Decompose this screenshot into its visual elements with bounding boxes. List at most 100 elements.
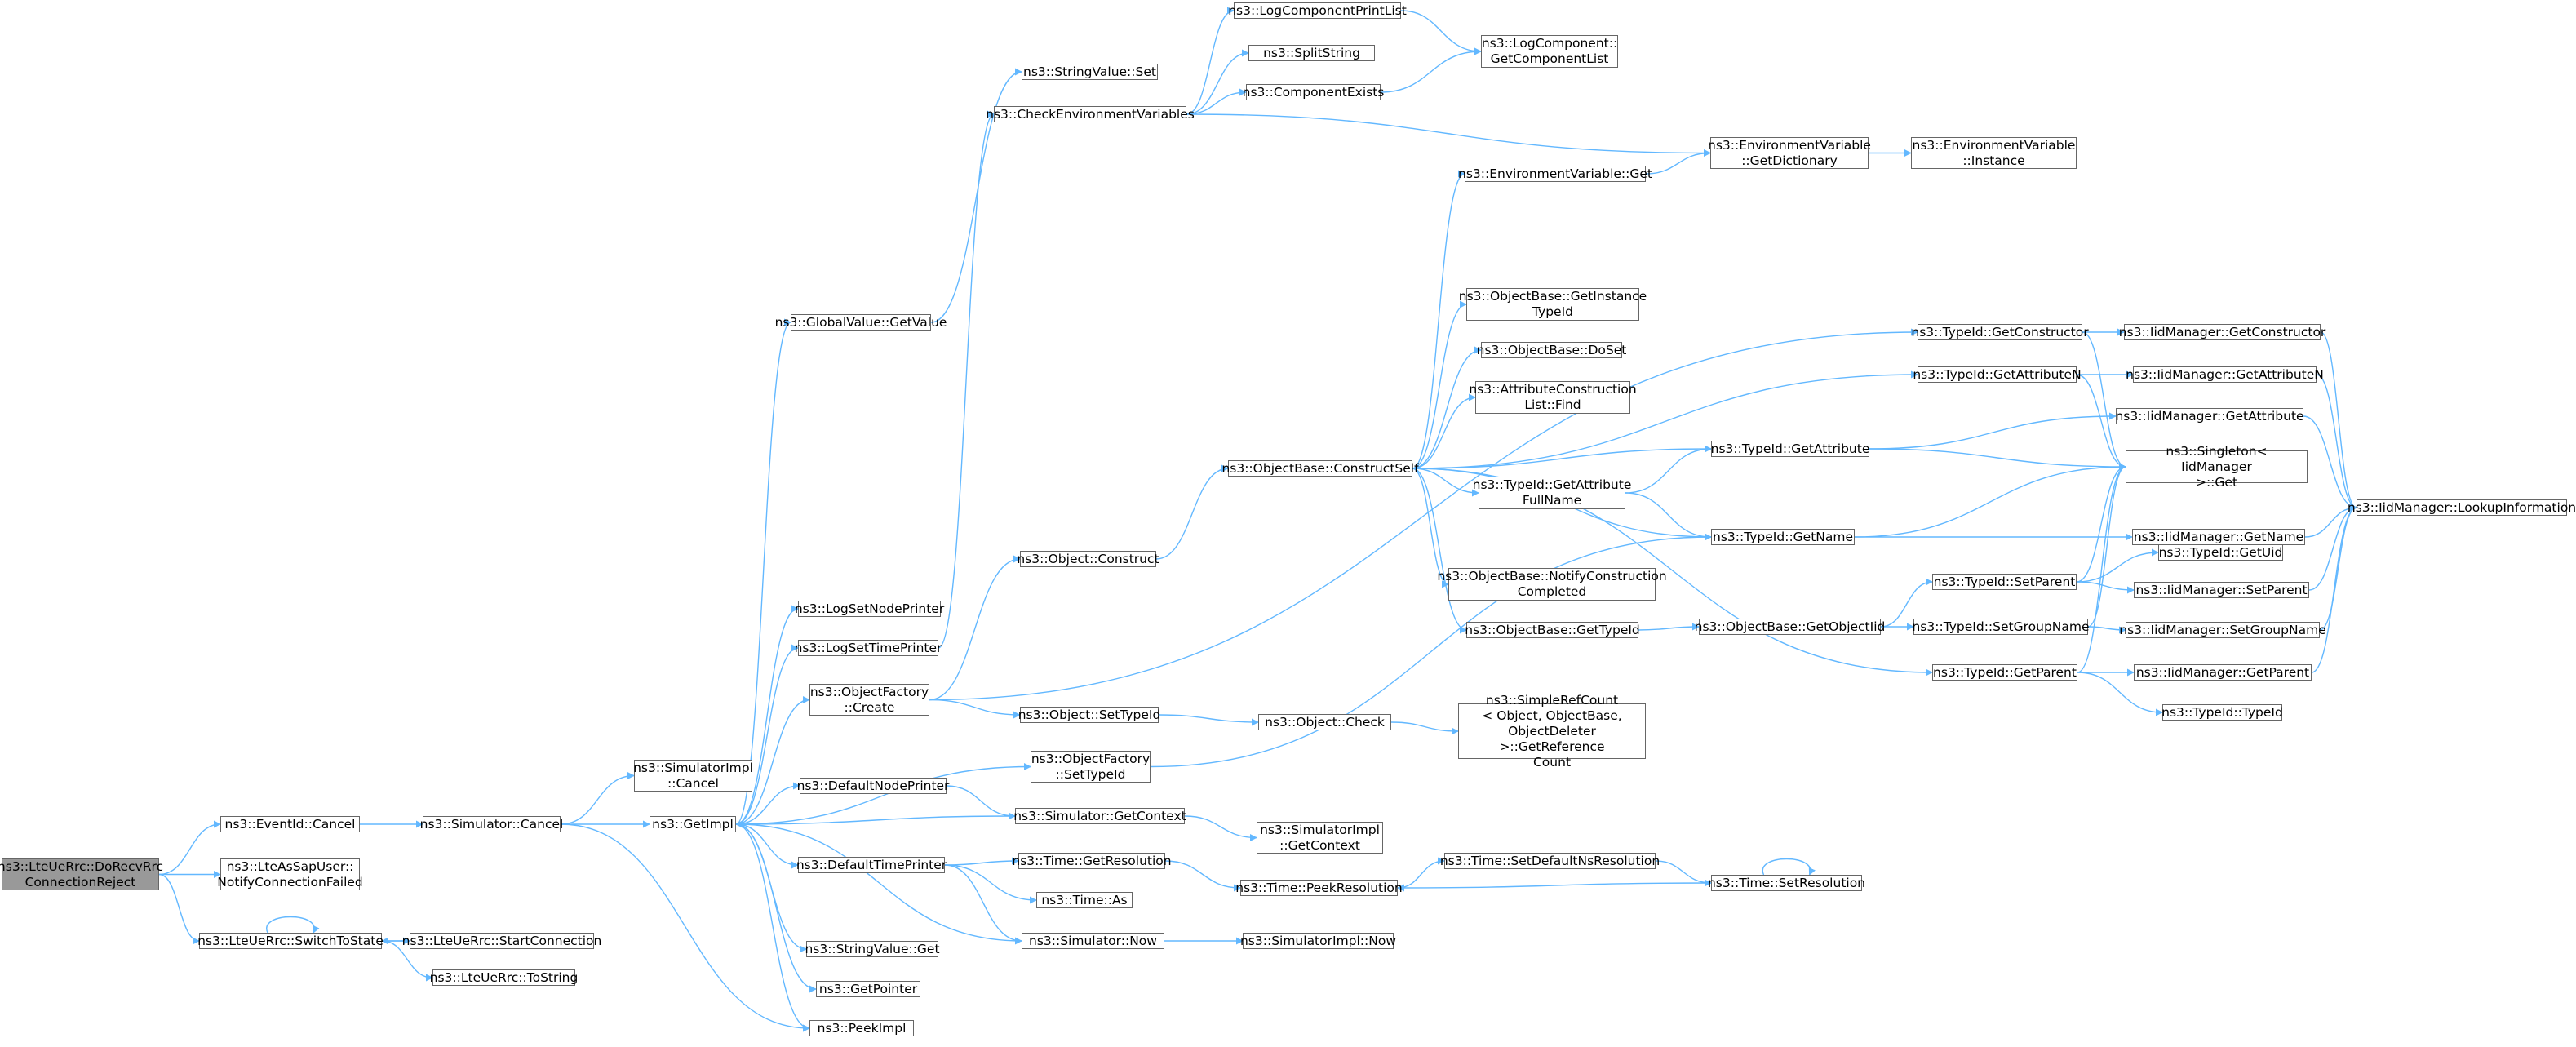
node-simimpl-cancel[interactable]: ns3::SimulatorImpl ::Cancel (633, 760, 753, 792)
node-typeid-setparent[interactable]: ns3::TypeId::SetParent (1932, 574, 2077, 590)
edge-typeid-getattributefullname-to-typeid-getname (1625, 492, 1712, 541)
node-time-peekresolution[interactable]: ns3::Time::PeekResolution (1235, 880, 1403, 896)
edge-objectfactory-create-to-object-settypeid (929, 699, 1021, 719)
node-lteassapuser[interactable]: ns3::LteAsSapUser:: NotifyConnectionFail… (217, 858, 363, 890)
edge-root-to-eventid-cancel (158, 820, 221, 876)
node-componentexists[interactable]: ns3::ComponentExists (1242, 84, 1385, 100)
node-time-getresolution[interactable]: ns3::Time::GetResolution (1012, 853, 1172, 869)
node-singleton-get[interactable]: ns3::Singleton< IidManager >::Get (2126, 444, 2308, 490)
edge-constructself-to-doset (1412, 346, 1482, 469)
edge-typeid-setparent-to-singleton-get (2076, 463, 2126, 583)
node-checkenv[interactable]: ns3::CheckEnvironmentVariables (986, 106, 1195, 122)
node-globalvalue-getvalue[interactable]: ns3::GlobalValue::GetValue (774, 314, 947, 331)
node-constructself[interactable]: ns3::ObjectBase::ConstructSelf (1221, 460, 1419, 477)
node-splitstring[interactable]: ns3::SplitString (1248, 45, 1375, 61)
node-iidmanager-getconstructor[interactable]: ns3::IidManager::GetConstructor (2118, 324, 2326, 340)
node-tostring[interactable]: ns3::LteUeRrc::ToString (429, 969, 579, 986)
node-time-setdefaultnsresolution[interactable]: ns3::Time::SetDefaultNsResolution (1439, 853, 1660, 869)
edge-time-peekresolution-to-time-setdefaultnsresolution (1397, 857, 1445, 889)
node-eventid-cancel[interactable]: ns3::EventId::Cancel (220, 816, 360, 832)
edge-checkenv-to-componentexists (1186, 88, 1247, 115)
node-object-check[interactable]: ns3::Object::Check (1258, 714, 1391, 730)
node-envvar-instance[interactable]: ns3::EnvironmentVariable ::Instance (1911, 137, 2077, 169)
node-simimpl-getcontext[interactable]: ns3::SimulatorImpl ::GetContext (1257, 822, 1383, 854)
edge-defaulttimeprinter-to-time-as (944, 864, 1037, 904)
node-getpointer[interactable]: ns3::GetPointer (816, 981, 920, 997)
node-defaulttimeprinter[interactable]: ns3::DefaultTimePrinter (796, 857, 947, 873)
node-typeid-getname[interactable]: ns3::TypeId::GetName (1711, 529, 1855, 545)
node-iidmanager-getname[interactable]: ns3::IidManager::GetName (2132, 529, 2305, 545)
edge-time-setdefaultnsresolution-to-time-setresolution (1655, 860, 1712, 887)
edge-globalvalue-getvalue-to-stringvalue-set (930, 68, 1022, 323)
edge-defaulttimeprinter-to-sim-now (944, 864, 1022, 945)
node-switchtostate[interactable]: ns3::LteUeRrc::SwitchToState (197, 933, 384, 949)
node-time-setresolution[interactable]: ns3::Time::SetResolution (1707, 875, 1866, 891)
node-peekimpl[interactable]: ns3::PeekImpl (809, 1020, 914, 1036)
edge-typeid-getname-to-singleton-get (1854, 463, 2126, 538)
node-envvar-get[interactable]: ns3::EnvironmentVariable::Get (1458, 166, 1653, 182)
edge-getimpl-to-logsetnodeprinter (735, 605, 799, 825)
node-stringvalue-get[interactable]: ns3::StringValue::Get (805, 941, 940, 957)
edge-objectfactory-create-to-object-construct (929, 555, 1021, 701)
edge-objectbase-gettypeid-to-getobjectiid (1638, 623, 1700, 631)
node-object-settypeid[interactable]: ns3::Object::SetTypeId (1018, 707, 1161, 723)
node-logcomponentprintlist[interactable]: ns3::LogComponentPrintList (1228, 2, 1407, 19)
edge-sim-getcontext-to-simimpl-getcontext (1184, 815, 1257, 841)
node-getobjectiid[interactable]: ns3::ObjectBase::GetObjectIid (1694, 619, 1886, 635)
edge-constructself-to-notifyconstructioncompleted (1412, 468, 1449, 588)
edge-getimpl-to-defaultnodeprinter (735, 782, 800, 825)
node-iidmanager-setgroupname[interactable]: ns3::IidManager::SetGroupName (2119, 622, 2326, 638)
node-defaultnodeprinter[interactable]: ns3::DefaultNodePrinter (796, 778, 950, 794)
node-root[interactable]: ns3::LteUeRrc::DoRecvRrc ConnectionRejec… (0, 858, 164, 890)
node-stringvalue-set[interactable]: ns3::StringValue::Set (1022, 64, 1158, 80)
node-sim-cancel[interactable]: ns3::Simulator::Cancel (419, 816, 564, 832)
node-typeid-getuid[interactable]: ns3::TypeId::GetUid (2158, 544, 2283, 561)
node-logsettimeprinter[interactable]: ns3::LogSetTimePrinter (794, 640, 942, 656)
node-typeid-getconstructor[interactable]: ns3::TypeId::GetConstructor (1911, 324, 2089, 340)
node-doset[interactable]: ns3::ObjectBase::DoSet (1476, 342, 1627, 358)
node-objectfactory-settypeid[interactable]: ns3::ObjectFactory ::SetTypeId (1031, 751, 1151, 783)
edge-getimpl-to-defaulttimeprinter (735, 823, 799, 869)
edge-switchtostate-to-tostring (381, 940, 433, 982)
edge-logcomponentprintlist-to-getcomponentlist (1400, 10, 1482, 55)
node-iidmanager-lookupinformation[interactable]: ns3::IidManager::LookupInformation (2347, 499, 2576, 516)
node-envvar-getdictionary[interactable]: ns3::EnvironmentVariable ::GetDictionary (1708, 137, 1871, 169)
node-simimpl-now[interactable]: ns3::SimulatorImpl::Now (1239, 933, 1397, 949)
node-typeid-getattributefullname[interactable]: ns3::TypeId::GetAttribute FullName (1472, 477, 1632, 509)
node-iidmanager-getparent[interactable]: ns3::IidManager::GetParent (2134, 664, 2312, 681)
node-objectfactory-create[interactable]: ns3::ObjectFactory ::Create (809, 684, 929, 716)
node-typeid-getattribute[interactable]: ns3::TypeId::GetAttribute (1710, 441, 1870, 457)
node-typeid-typeid[interactable]: ns3::TypeId::TypeId (2161, 704, 2283, 721)
node-typeid-getattributen[interactable]: ns3::TypeId::GetAttributeN (1913, 366, 2082, 383)
edge-constructself-to-attrconstructionlist-find (1412, 393, 1476, 469)
edge-typeid-setparent-to-typeid-getuid (2076, 548, 2159, 583)
node-iidmanager-getattributen[interactable]: ns3::IidManager::GetAttributeN (2126, 366, 2324, 383)
node-notifyconstructioncompleted[interactable]: ns3::ObjectBase::NotifyConstruction Comp… (1437, 568, 1667, 601)
edge-getimpl-to-globalvalue-getvalue (735, 318, 791, 825)
edge-constructself-to-typeid-getattributefullname (1412, 468, 1479, 497)
node-simplerefcount[interactable]: ns3::SimpleRefCount < Object, ObjectBase… (1458, 693, 1646, 770)
node-getimpl[interactable]: ns3::GetImpl (650, 816, 736, 832)
node-sim-getcontext[interactable]: ns3::Simulator::GetContext (1013, 808, 1186, 824)
edge-iidmanager-setparent-to-iidmanager-lookupinformation (2308, 504, 2357, 591)
edge-componentexists-to-getcomponentlist (1380, 47, 1482, 93)
node-typeid-getparent[interactable]: ns3::TypeId::GetParent (1932, 664, 2077, 681)
node-objectbase-gettypeid[interactable]: ns3::ObjectBase::GetTypeId (1465, 622, 1640, 638)
node-getinstancetypeid[interactable]: ns3::ObjectBase::GetInstance TypeId (1458, 288, 1647, 321)
node-logsetnodeprinter[interactable]: ns3::LogSetNodePrinter (794, 601, 945, 617)
node-sim-now[interactable]: ns3::Simulator::Now (1022, 933, 1164, 949)
edge-getimpl-to-logsettimeprinter (735, 644, 799, 825)
node-startconnection[interactable]: ns3::LteUeRrc::StartConnection (401, 933, 602, 949)
edge-sim-getcontext-to-getimpl (735, 815, 1016, 828)
edge-defaulttimeprinter-to-time-getresolution (944, 857, 1019, 866)
edge-typeid-getconstructor-to-singleton-get (2082, 331, 2126, 471)
edge-iidmanager-getattribute-to-iidmanager-lookupinformation (2303, 415, 2357, 512)
edge-constructself-to-envvar-get (1412, 170, 1465, 469)
node-getcomponentlist[interactable]: ns3::LogComponent:: GetComponentList (1481, 35, 1618, 68)
node-iidmanager-getattribute[interactable]: ns3::IidManager::GetAttribute (2115, 408, 2304, 424)
node-typeid-setgroupname[interactable]: ns3::TypeId::SetGroupName (1912, 619, 2090, 635)
node-iidmanager-setparent[interactable]: ns3::IidManager::SetParent (2134, 582, 2309, 598)
node-attrconstructionlist-find[interactable]: ns3::AttributeConstruction List::Find (1469, 381, 1637, 414)
node-object-construct[interactable]: ns3::Object::Construct (1017, 551, 1159, 567)
node-time-as[interactable]: ns3::Time::As (1036, 892, 1133, 908)
